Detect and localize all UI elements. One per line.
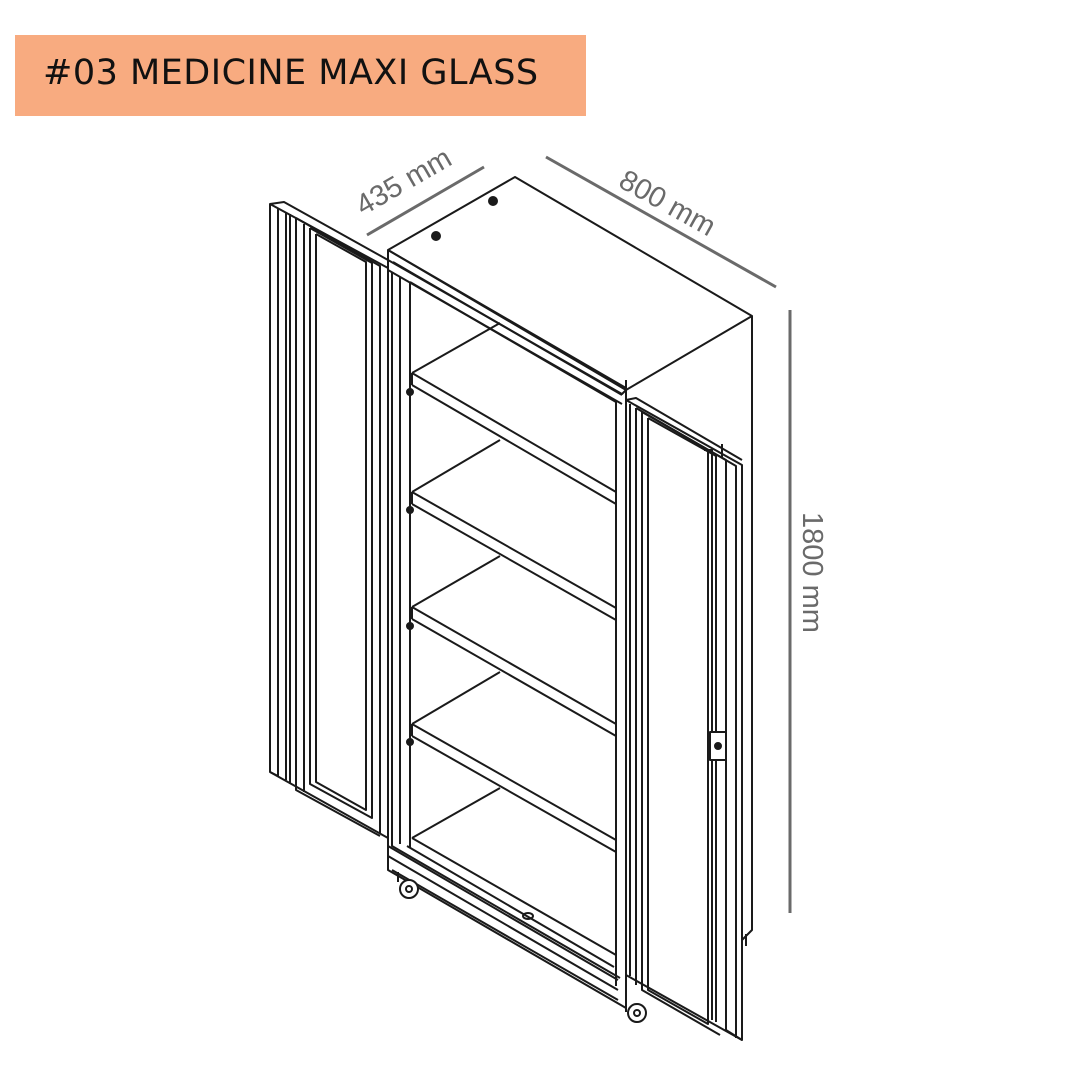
top-hole-left xyxy=(431,231,441,241)
depth-dimension-line xyxy=(366,165,485,237)
shelf-3 xyxy=(406,555,617,737)
top-hole-right xyxy=(488,196,498,206)
shelf-1 xyxy=(406,322,617,505)
title-banner: #03 MEDICINE MAXI GLASS xyxy=(15,35,586,116)
height-label: 1800 mm xyxy=(796,512,828,633)
bottom-shelf xyxy=(411,787,617,956)
left-door xyxy=(269,201,389,839)
shelf-2 xyxy=(406,439,617,621)
castor-front-right xyxy=(625,1003,647,1023)
right-door xyxy=(625,397,743,1041)
plinth-lock xyxy=(522,912,534,920)
width-dimension-line xyxy=(545,155,777,289)
castor-wheels xyxy=(397,872,747,1023)
cabinet-plinth xyxy=(387,845,619,1001)
product-title: #03 MEDICINE MAXI GLASS xyxy=(43,53,539,93)
castor-front-left xyxy=(397,872,419,899)
depth-label: 435 mm xyxy=(351,142,458,222)
shelves xyxy=(406,322,617,956)
dimension-lines xyxy=(366,155,792,913)
cabinet xyxy=(269,176,753,1041)
shelf-4 xyxy=(406,671,617,853)
